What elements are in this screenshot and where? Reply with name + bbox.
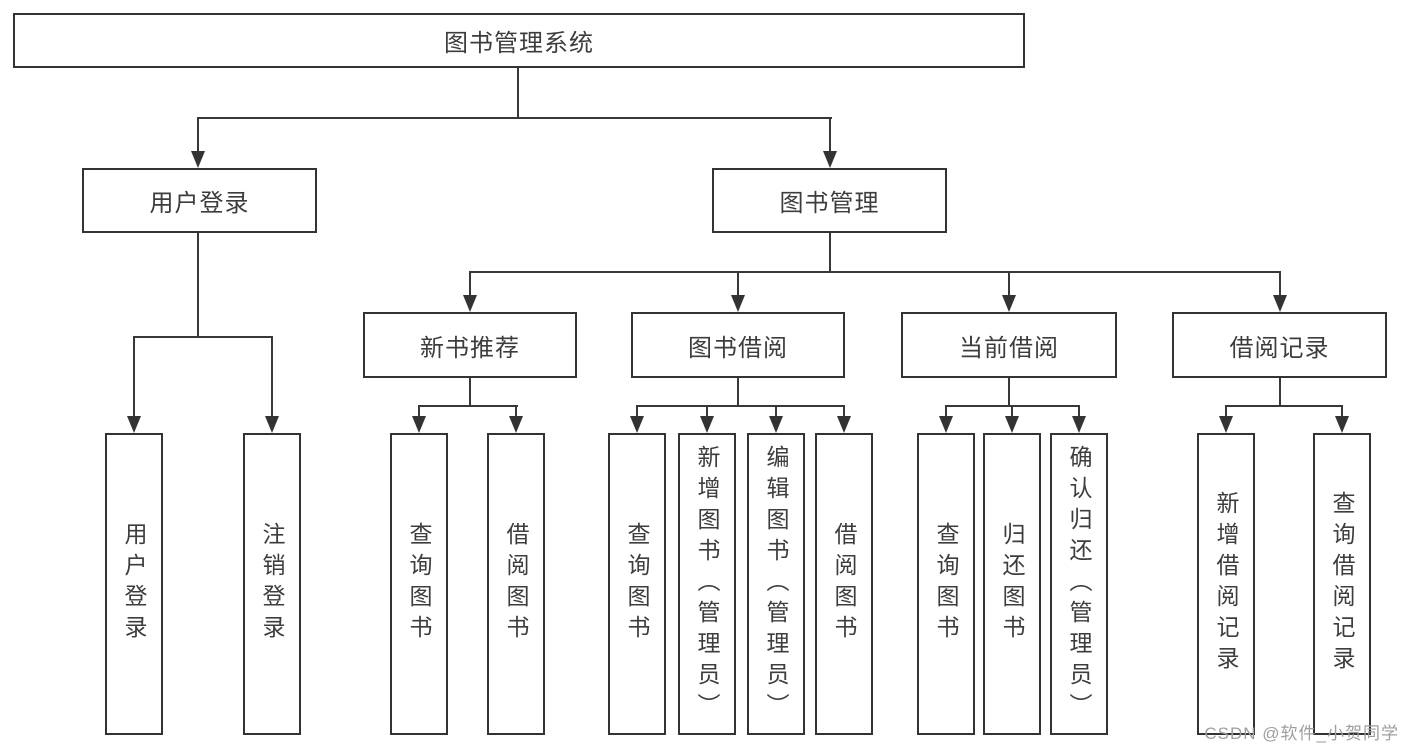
leaf-edit-books-admin: 编辑图书（管理员）	[747, 433, 805, 735]
connector-arrow-shaft	[636, 405, 638, 418]
arrow-down	[630, 416, 644, 433]
connector-arrow-shaft	[1078, 405, 1080, 418]
arrow-down	[265, 416, 279, 433]
connector-arrow-shaft	[706, 405, 708, 418]
arrow-down	[1273, 295, 1287, 312]
node-label: 借阅记录	[1229, 334, 1330, 362]
arrow-down	[1002, 295, 1016, 312]
leaf-user-login: 用户登录	[105, 433, 163, 735]
connector-group-stub	[1008, 378, 1010, 407]
connector-root-branch	[197, 117, 832, 119]
node-label: 图书管理系统	[444, 30, 594, 57]
connector-arrow-shaft	[418, 405, 420, 418]
node-label: 新书推荐	[420, 334, 520, 362]
node-label: 图书管理	[779, 190, 880, 217]
csdn-watermark: CSDN @软件_小贺同学	[1204, 724, 1399, 743]
arrow-down	[700, 416, 714, 433]
connector-arrow-shaft	[197, 117, 199, 153]
leaf-logout: 注销登录	[243, 433, 301, 735]
leaf-borrow-books: 借阅图书	[815, 433, 873, 735]
connector-level3-branch	[469, 271, 1281, 273]
connector-arrow-shaft	[1008, 271, 1010, 298]
leaf-query-borrow-record: 查询借阅记录	[1313, 433, 1371, 735]
connector-user-login-branch	[133, 336, 273, 338]
connector-book-mgmt-stub	[829, 233, 831, 273]
leaf-query-books-recommend: 查询图书	[390, 433, 448, 735]
connector-arrow-shaft	[271, 336, 273, 418]
connector-group-branch	[636, 405, 845, 407]
arrow-down	[463, 295, 477, 312]
connector-group-stub	[737, 378, 739, 407]
arrow-down	[837, 416, 851, 433]
connector-group-stub	[469, 378, 471, 407]
arrow-down	[509, 416, 523, 433]
connector-group-branch	[1225, 405, 1343, 407]
arrow-down	[769, 416, 783, 433]
connector-arrow-shaft	[515, 405, 517, 418]
connector-arrow-shaft	[1011, 405, 1013, 418]
node-new-book-recommend: 新书推荐	[363, 312, 577, 378]
arrow-down	[191, 151, 205, 168]
leaf-query-books-current: 查询图书	[917, 433, 975, 735]
leaf-add-borrow-record: 新增借阅记录	[1197, 433, 1255, 735]
connector-arrow-shaft	[737, 271, 739, 298]
arrow-down	[823, 151, 837, 168]
node-current-borrow: 当前借阅	[901, 312, 1117, 378]
connector-root-stub	[517, 68, 519, 118]
arrow-down	[412, 416, 426, 433]
leaf-return-books: 归还图书	[983, 433, 1041, 735]
connector-user-login-stub	[197, 233, 199, 338]
node-book-borrow: 图书借阅	[631, 312, 845, 378]
node-user-login: 用户登录	[82, 168, 317, 233]
connector-group-stub	[1279, 378, 1281, 407]
connector-arrow-shaft	[775, 405, 777, 418]
node-book-management: 图书管理	[712, 168, 947, 233]
arrow-down	[1005, 416, 1019, 433]
connector-arrow-shaft	[133, 336, 135, 418]
arrow-down	[1335, 416, 1349, 433]
node-label: 当前借阅	[959, 334, 1059, 362]
connector-arrow-shaft	[1279, 271, 1281, 298]
connector-group-branch	[418, 405, 518, 407]
connector-arrow-shaft	[1225, 405, 1227, 418]
leaf-confirm-return-admin: 确认归还（管理员）	[1050, 433, 1108, 735]
leaf-borrow-books-recommend: 借阅图书	[487, 433, 545, 735]
connector-arrow-shaft	[945, 405, 947, 418]
arrow-down	[939, 416, 953, 433]
arrow-down	[127, 416, 141, 433]
leaf-add-books-admin: 新增图书（管理员）	[678, 433, 736, 735]
leaf-query-books-borrow: 查询图书	[608, 433, 666, 735]
arrow-down	[731, 295, 745, 312]
node-label: 用户登录	[149, 190, 250, 217]
connector-arrow-shaft	[829, 117, 831, 153]
node-label: 图书借阅	[688, 334, 788, 362]
node-borrow-records: 借阅记录	[1172, 312, 1387, 378]
connector-arrow-shaft	[843, 405, 845, 418]
arrow-down	[1219, 416, 1233, 433]
arrow-down	[1072, 416, 1086, 433]
connector-arrow-shaft	[469, 271, 471, 298]
node-library-management-system: 图书管理系统	[13, 13, 1025, 68]
connector-arrow-shaft	[1341, 405, 1343, 418]
